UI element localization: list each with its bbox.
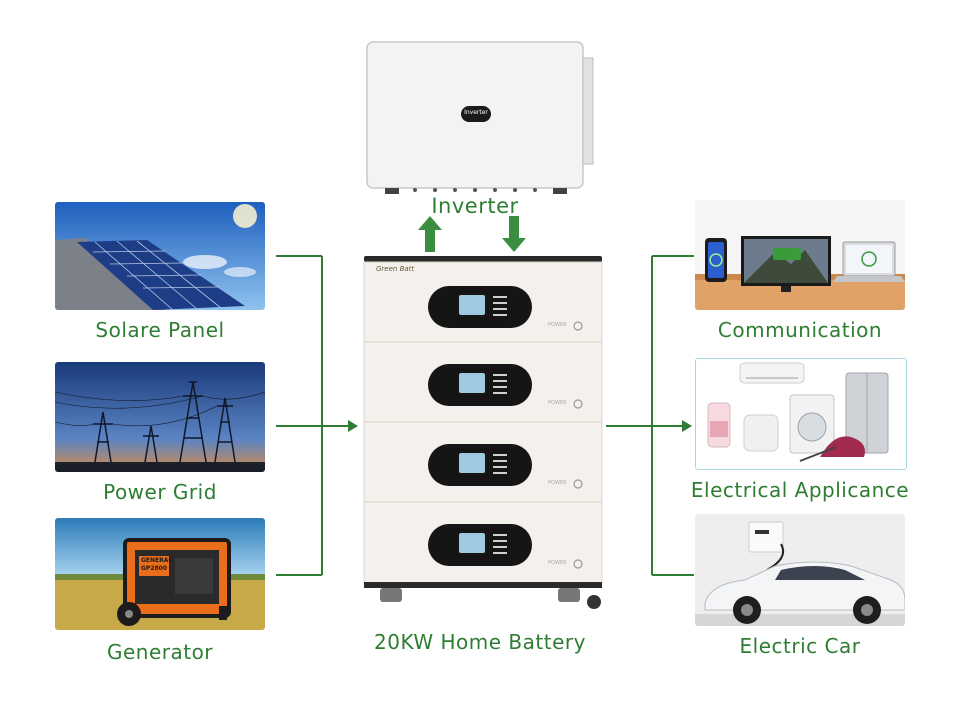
- generator-model: GP2800: [141, 565, 168, 572]
- power-grid-label: Power Grid: [103, 480, 217, 504]
- arrow-right-icon: [682, 420, 692, 432]
- inverter-device: Inverter: [365, 40, 597, 196]
- inverter-device-label: Inverter: [464, 109, 488, 116]
- appliances-photo: [695, 358, 907, 470]
- appliances-label: Electrical Applicance: [690, 478, 910, 502]
- arrow-down-icon: [502, 216, 526, 252]
- solar-panel-photo: [55, 202, 265, 310]
- home-battery-stack: Green Batt POWER POWER POWER POWER: [362, 254, 604, 612]
- module-power-label-2: POWER: [548, 400, 567, 406]
- battery-caption: 20KW Home Battery: [374, 630, 586, 654]
- generator-brand: GENERAC: [141, 557, 173, 564]
- battery-brand: Green Batt: [376, 265, 415, 273]
- arrow-up-icon: [418, 216, 442, 252]
- electric-car-label: Electric Car: [739, 634, 861, 658]
- module-power-label-4: POWER: [548, 560, 567, 566]
- power-grid-photo: [55, 362, 265, 472]
- communication-label: Communication: [717, 318, 883, 342]
- generator-label: Generator: [106, 640, 214, 664]
- solar-panel-label: Solare Panel: [95, 318, 225, 342]
- module-power-label-1: POWER: [548, 322, 567, 328]
- electric-car-photo: [695, 514, 905, 626]
- inverter-caption: Inverter: [431, 194, 519, 218]
- generator-photo: GENERAC GP2800: [55, 518, 265, 630]
- inverter-flow-arrows: [418, 216, 526, 252]
- communication-devices-photo: [695, 200, 905, 310]
- module-power-label-3: POWER: [548, 480, 567, 486]
- arrow-right-icon: [348, 420, 358, 432]
